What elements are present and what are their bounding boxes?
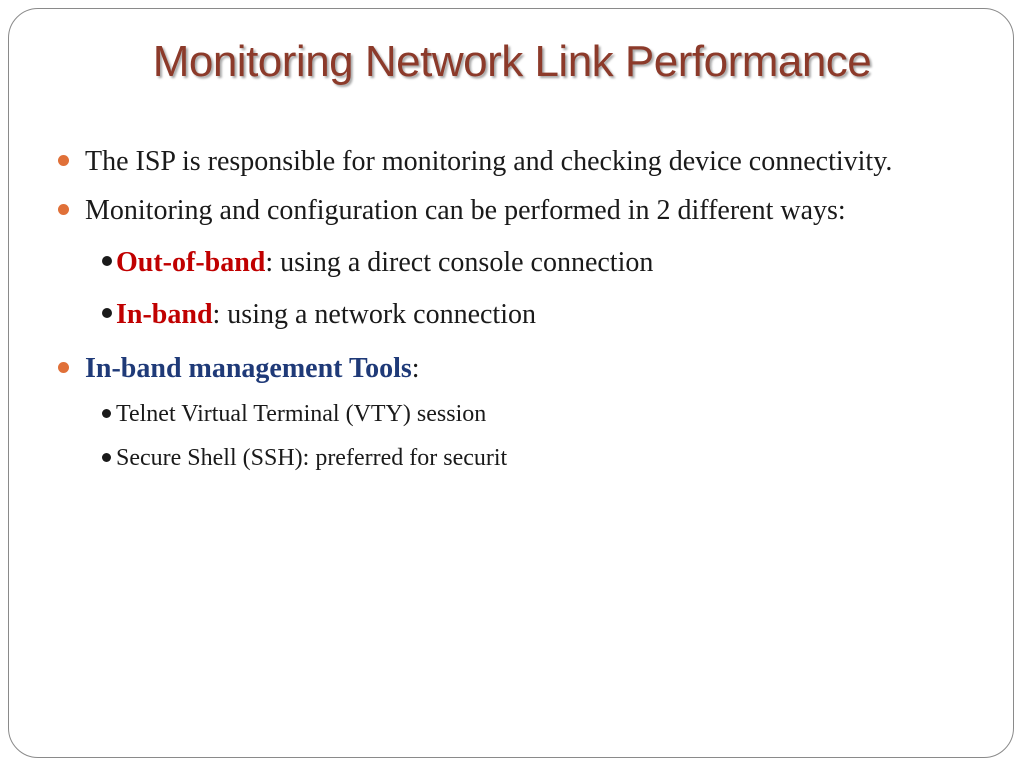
bullet-dot-icon [58, 362, 69, 373]
bullet-dot-icon [102, 409, 111, 418]
bullet-text: Secure Shell (SSH): preferred for securi… [116, 445, 508, 471]
term-description: : [411, 353, 420, 384]
term-out-of-band: Out-of-band [116, 247, 266, 278]
bullet-dot-icon [102, 453, 111, 462]
bullet-dot-icon [102, 308, 112, 318]
sub-bullet-in-band: In-band: using a network connection [58, 293, 998, 337]
bullet-item-1: The ISP is responsible for monitoring an… [58, 140, 998, 184]
term-in-band: In-band [116, 299, 213, 330]
bullet-dot-icon [58, 204, 69, 215]
bullet-text: The ISP is responsible for monitoring an… [85, 146, 893, 177]
bullet-dot-icon [58, 155, 69, 166]
bullet-text: Telnet Virtual Terminal (VTY) session [116, 401, 487, 427]
term-in-band-tools: In-band management Tools [85, 353, 412, 384]
term-description: : using a network connection [212, 299, 536, 330]
sub-bullet-ssh: Secure Shell (SSH): preferred for securi… [58, 440, 998, 476]
bullet-dot-icon [102, 256, 112, 266]
bullet-item-3: In-band management Tools: [58, 347, 998, 391]
slide-title: Monitoring Network Link Performance [152, 37, 872, 86]
bullet-item-2: Monitoring and configuration can be perf… [58, 189, 998, 233]
sub-bullet-telnet: Telnet Virtual Terminal (VTY) session [58, 396, 998, 432]
term-description: : using a direct console connection [265, 247, 654, 278]
slide-content: The ISP is responsible for monitoring an… [58, 140, 998, 476]
sub-bullet-out-of-band: Out-of-band: using a direct console conn… [58, 241, 998, 285]
bullet-text: Monitoring and configuration can be perf… [85, 195, 846, 226]
slide-frame [8, 8, 1014, 758]
